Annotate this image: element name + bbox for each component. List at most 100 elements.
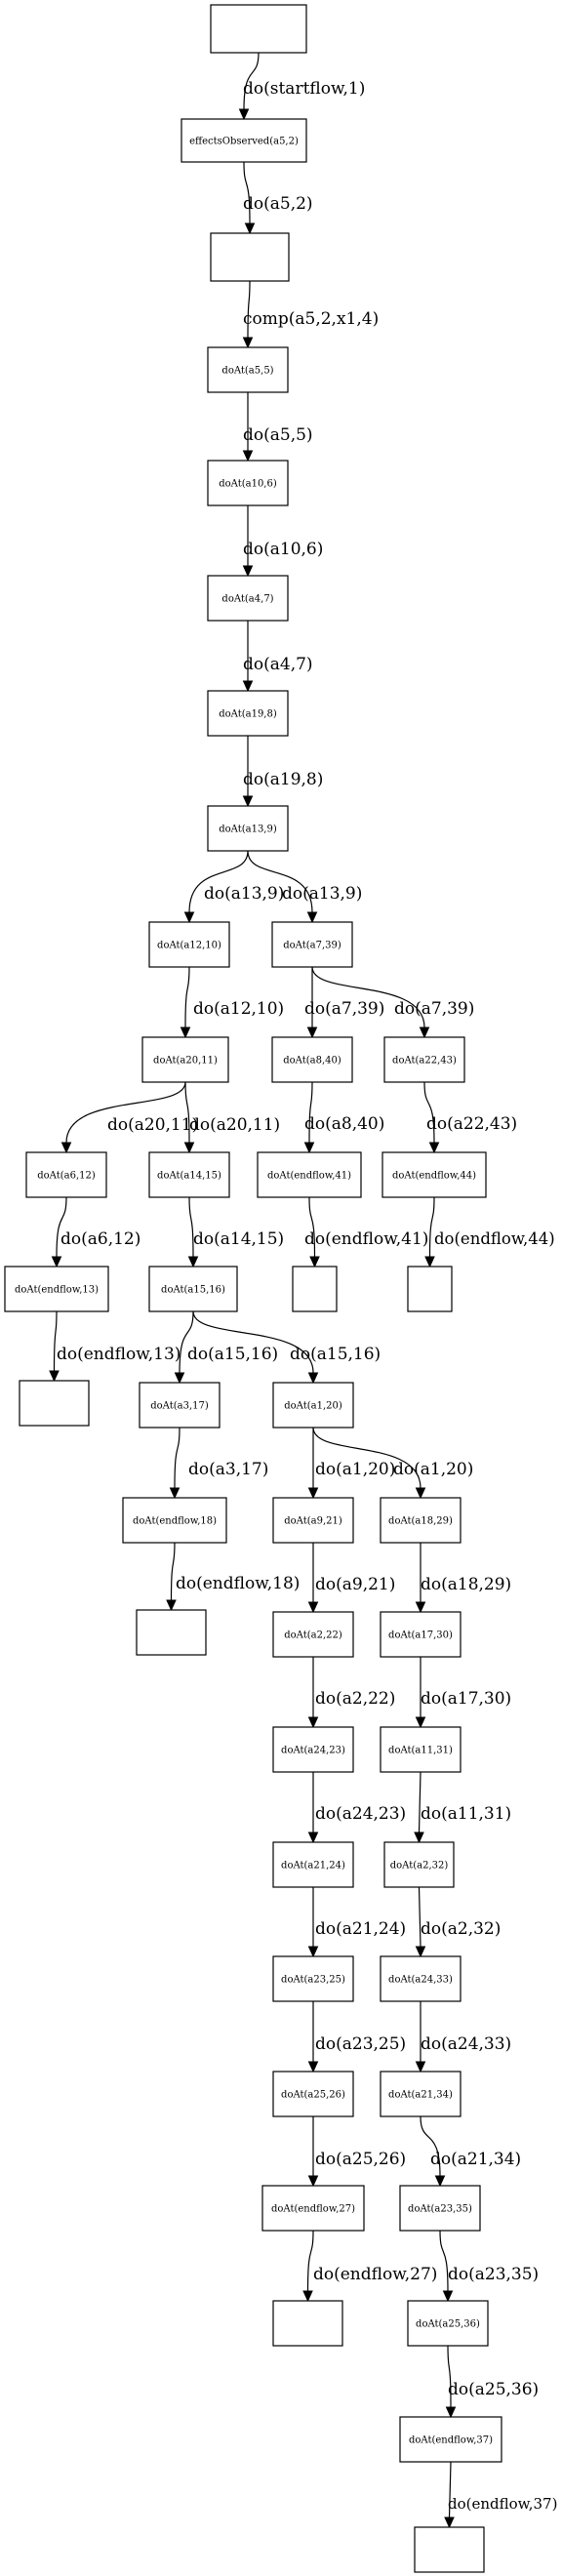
arrowhead — [415, 1601, 426, 1614]
edge-label: do(a18,29) — [421, 1575, 511, 1594]
empty-state-node — [414, 2526, 485, 2573]
state-node: doAt(a17,30) — [380, 1611, 462, 1658]
node-box — [380, 1726, 462, 1773]
edge-label: do(a22,43) — [426, 1114, 517, 1134]
transition-edge: do(endflow,27) — [302, 2230, 437, 2303]
edge-line — [65, 1081, 186, 1144]
node-box — [136, 1609, 207, 1656]
node-box — [257, 1151, 362, 1198]
node-label: doAt(a9,21) — [284, 1516, 342, 1527]
nodes-layer: effectsObserved(a5,2) doAt(a5,5) doAt(a10,… — [4, 4, 502, 2573]
state-node: doAt(a22,43) — [383, 1036, 465, 1083]
state-node: doAt(a20,11) — [141, 1036, 229, 1083]
transition-edge: do(a21,34) — [420, 2115, 521, 2188]
state-node: doAt(a21,24) — [272, 1841, 354, 1888]
transition-edge: do(a12,10) — [180, 966, 284, 1039]
arrowhead — [307, 2061, 319, 2073]
state-node: doAt(a9,21) — [272, 1497, 354, 1544]
node-label: doAt(a24,23) — [281, 1746, 345, 1756]
arrowhead — [307, 2175, 319, 2188]
node-label: doAt(a1,20) — [284, 1401, 342, 1412]
edges-layer: do(startflow,1)do(a5,2)comp(a5,2,x1,4)do… — [49, 52, 557, 2529]
state-node: doAt(a4,7) — [207, 575, 289, 622]
arrowhead — [415, 2061, 426, 2073]
state-node: doAt(a10,6) — [207, 460, 289, 506]
arrowhead — [242, 565, 254, 578]
arrowhead — [244, 222, 256, 235]
node-label: doAt(a20,11) — [153, 1056, 218, 1067]
edge-label: do(a20,11) — [107, 1115, 198, 1135]
edge-label: do(a12,10) — [193, 999, 284, 1019]
transition-edge: do(endflow,37) — [444, 2461, 557, 2529]
edge-line — [418, 1771, 422, 1833]
state-node: effectsObserved(a5,2) — [181, 118, 307, 163]
edge-line — [448, 2461, 452, 2518]
state-node: doAt(a24,23) — [272, 1726, 354, 1773]
transition-edge: do(a5,2) — [243, 161, 313, 235]
node-label: effectsObserved(a5,2) — [189, 137, 299, 147]
edge-line — [243, 161, 251, 224]
edge-label: do(a15,16) — [187, 1345, 278, 1364]
node-box — [272, 1955, 354, 2002]
node-box — [261, 2185, 365, 2232]
transition-edge: do(a6,12) — [51, 1196, 140, 1268]
arrowhead — [174, 1372, 185, 1385]
node-box — [207, 346, 289, 393]
state-node: doAt(a7,39) — [271, 921, 353, 968]
empty-state-node — [136, 1609, 207, 1656]
node-label: doAt(a13,9) — [219, 825, 277, 835]
edge-line — [428, 1196, 435, 1258]
edge-label: do(a2,22) — [315, 1689, 395, 1709]
edge-line — [174, 1427, 181, 1489]
node-box — [207, 575, 289, 622]
state-node: doAt(a3,17) — [139, 1382, 221, 1429]
arrowhead — [428, 1142, 440, 1154]
arrowhead — [307, 1487, 319, 1500]
node-box — [399, 2185, 481, 2232]
transition-edge: do(a24,23) — [307, 1772, 406, 1844]
arrowhead — [424, 1256, 435, 1268]
transition-edge: do(startflow,1) — [238, 52, 365, 121]
node-box — [272, 1726, 354, 1773]
state-node: doAt(a6,12) — [25, 1151, 107, 1198]
arrowhead — [183, 911, 195, 924]
edge-label: do(endflow,13) — [57, 1345, 181, 1364]
edge-line — [308, 1196, 316, 1258]
arrowhead — [242, 680, 254, 693]
edge-line — [439, 2230, 449, 2292]
state-node: doAt(a2,22) — [272, 1611, 354, 1658]
edge-label: do(a8,40) — [304, 1114, 384, 1134]
arrowhead — [306, 911, 318, 924]
state-node: doAt(a8,40) — [271, 1036, 353, 1083]
transition-edge: do(a22,43) — [423, 1081, 517, 1154]
edge-label: do(a24,23) — [315, 1804, 406, 1824]
node-label: doAt(a5,5) — [221, 366, 273, 377]
arrowhead — [415, 1716, 426, 1729]
transition-edge: do(a9,21) — [307, 1543, 395, 1614]
state-node: doAt(endflow,41) — [257, 1151, 362, 1198]
edge-line — [56, 1196, 67, 1258]
node-box — [122, 1497, 227, 1544]
node-box — [25, 1151, 107, 1198]
edge-line — [184, 1081, 190, 1144]
node-box — [271, 921, 353, 968]
state-node: doAt(a24,33) — [380, 1955, 462, 2002]
arrowhead — [187, 1256, 199, 1268]
state-node: doAt(endflow,37) — [399, 2416, 502, 2463]
empty-state-node — [407, 1266, 453, 1312]
arrowhead — [242, 795, 254, 808]
transition-edge: do(a19,8) — [242, 736, 323, 808]
node-box — [272, 2071, 354, 2117]
transition-edge: do(a13,9) — [183, 850, 284, 924]
arrowhead — [242, 450, 254, 463]
node-label: doAt(endflow,27) — [271, 2204, 355, 2215]
edge-line — [243, 52, 260, 110]
node-box — [148, 921, 230, 968]
transition-edge: do(a7,39) — [311, 966, 474, 1039]
node-box — [380, 1611, 462, 1658]
edge-label: do(a3,17) — [188, 1460, 268, 1479]
edge-line — [308, 1081, 313, 1144]
node-box — [272, 1841, 354, 1888]
arrowhead — [302, 2290, 313, 2303]
node-label: doAt(a14,15) — [157, 1171, 221, 1182]
